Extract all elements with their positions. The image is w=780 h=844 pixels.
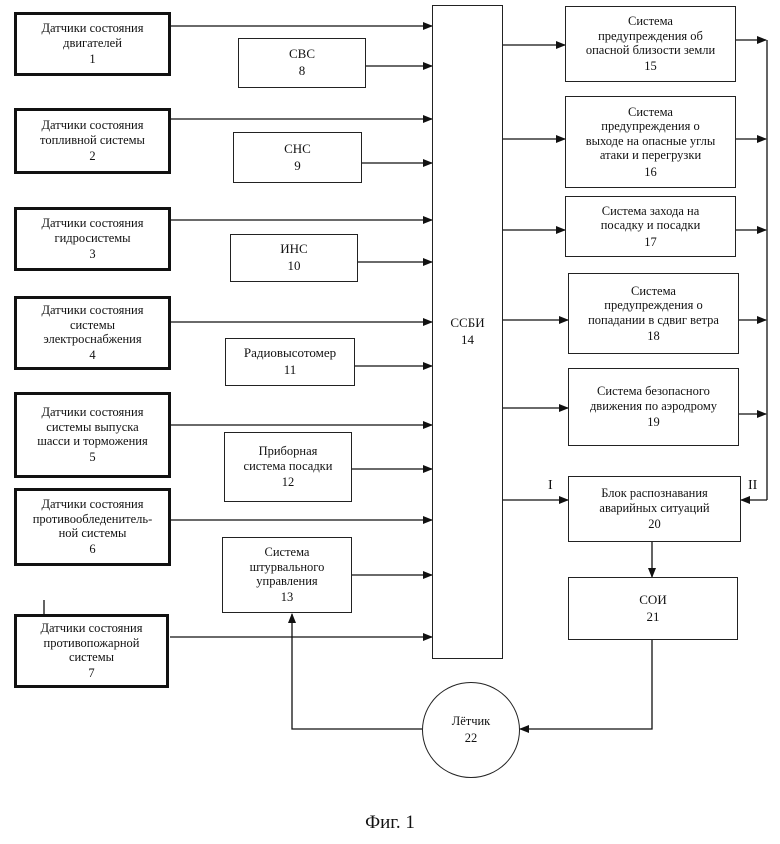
block-number: 13 <box>281 590 294 604</box>
block-label: СОИ <box>639 593 666 608</box>
block-label: Система штурвального управления <box>250 545 325 588</box>
block-number: 20 <box>648 517 661 531</box>
block-number: 7 <box>88 666 94 680</box>
block-ssbi: ССБИ 14 <box>432 5 503 659</box>
block-number: 19 <box>647 415 660 429</box>
block-number: 11 <box>284 363 297 378</box>
block-angle-of-attack-warning: Система предупреждения о выходе на опасн… <box>565 96 736 188</box>
block-ground-proximity-warning: Система предупреждения об опасной близос… <box>565 6 736 82</box>
block-label: Датчики состояния двигателей <box>42 21 144 50</box>
block-label: Лётчик <box>452 714 491 729</box>
block-number: 8 <box>299 64 306 79</box>
block-svs: СВС 8 <box>238 38 366 88</box>
block-number: 12 <box>282 475 295 489</box>
block-radio-altimeter: Радиовысотомер 11 <box>225 338 355 386</box>
block-label: Датчики состояния гидросистемы <box>42 216 144 245</box>
block-number: 4 <box>89 348 95 362</box>
input-marker-two: II <box>748 478 757 494</box>
block-number: 5 <box>89 450 95 464</box>
block-fuel-sensors: Датчики состояния топливной системы 2 <box>14 108 171 174</box>
block-label: Датчики состояния топливной системы <box>40 118 145 147</box>
block-label: ИНС <box>280 242 307 257</box>
block-label: Приборная система посадки <box>244 444 333 473</box>
block-number: 3 <box>89 247 95 261</box>
block-yoke-control: Система штурвального управления 13 <box>222 537 352 613</box>
block-label: Датчики состояния противопожарной систем… <box>41 621 143 664</box>
block-anti-ice-sensors: Датчики состояния противообледенитель- н… <box>14 488 171 566</box>
block-label: СВС <box>289 47 315 62</box>
block-label: Датчики состояния системы электроснабжен… <box>42 303 144 346</box>
figure-caption: Фиг. 1 <box>0 812 780 834</box>
input-marker-one: I <box>548 478 553 494</box>
block-number: 9 <box>294 159 301 174</box>
block-number: 10 <box>288 259 301 274</box>
block-wind-shear-warning: Система предупреждения о попадании в сдв… <box>568 273 739 354</box>
block-power-sensors: Датчики состояния системы электроснабжен… <box>14 296 171 370</box>
block-number: 2 <box>89 149 95 163</box>
block-label: Система захода на посадку и посадки <box>601 204 701 233</box>
block-ins: ИНС 10 <box>230 234 358 282</box>
block-label: Система предупреждения о попадании в сдв… <box>588 284 719 327</box>
block-label: Блок распознавания аварийных ситуаций <box>599 486 709 515</box>
block-label: Система предупреждения о выходе на опасн… <box>586 105 716 163</box>
block-hydraulic-sensors: Датчики состояния гидросистемы 3 <box>14 207 171 271</box>
block-soi: СОИ 21 <box>568 577 738 640</box>
block-number: 21 <box>647 610 660 625</box>
block-number: 18 <box>647 329 660 343</box>
block-number: 17 <box>644 235 657 249</box>
block-label: Радиовысотомер <box>244 346 336 361</box>
block-number: 15 <box>644 59 657 73</box>
block-number: 22 <box>465 731 478 746</box>
block-label: СНС <box>284 142 311 157</box>
block-label: Система предупреждения об опасной близос… <box>586 14 715 57</box>
block-label: ССБИ <box>450 316 484 331</box>
block-fire-sensors: Датчики состояния противопожарной систем… <box>14 614 169 688</box>
block-airfield-movement-system: Система безопасного движения по аэродром… <box>568 368 739 446</box>
block-number: 14 <box>461 333 474 348</box>
block-number: 6 <box>89 542 95 556</box>
block-label: Система безопасного движения по аэродром… <box>590 384 717 413</box>
block-number: 16 <box>644 165 657 179</box>
block-pilot: Лётчик 22 <box>422 682 520 778</box>
block-label: Датчики состояния противообледенитель- н… <box>33 497 153 540</box>
block-engine-sensors: Датчики состояния двигателей 1 <box>14 12 171 76</box>
block-landing-system: Приборная система посадки 12 <box>224 432 352 502</box>
block-sns: СНС 9 <box>233 132 362 183</box>
block-emergency-recognition: Блок распознавания аварийных ситуаций 20 <box>568 476 741 542</box>
block-approach-landing-system: Система захода на посадку и посадки 17 <box>565 196 736 257</box>
block-label: Датчики состояния системы выпуска шасси … <box>37 405 148 448</box>
block-number: 1 <box>89 52 95 66</box>
block-gear-brake-sensors: Датчики состояния системы выпуска шасси … <box>14 392 171 478</box>
